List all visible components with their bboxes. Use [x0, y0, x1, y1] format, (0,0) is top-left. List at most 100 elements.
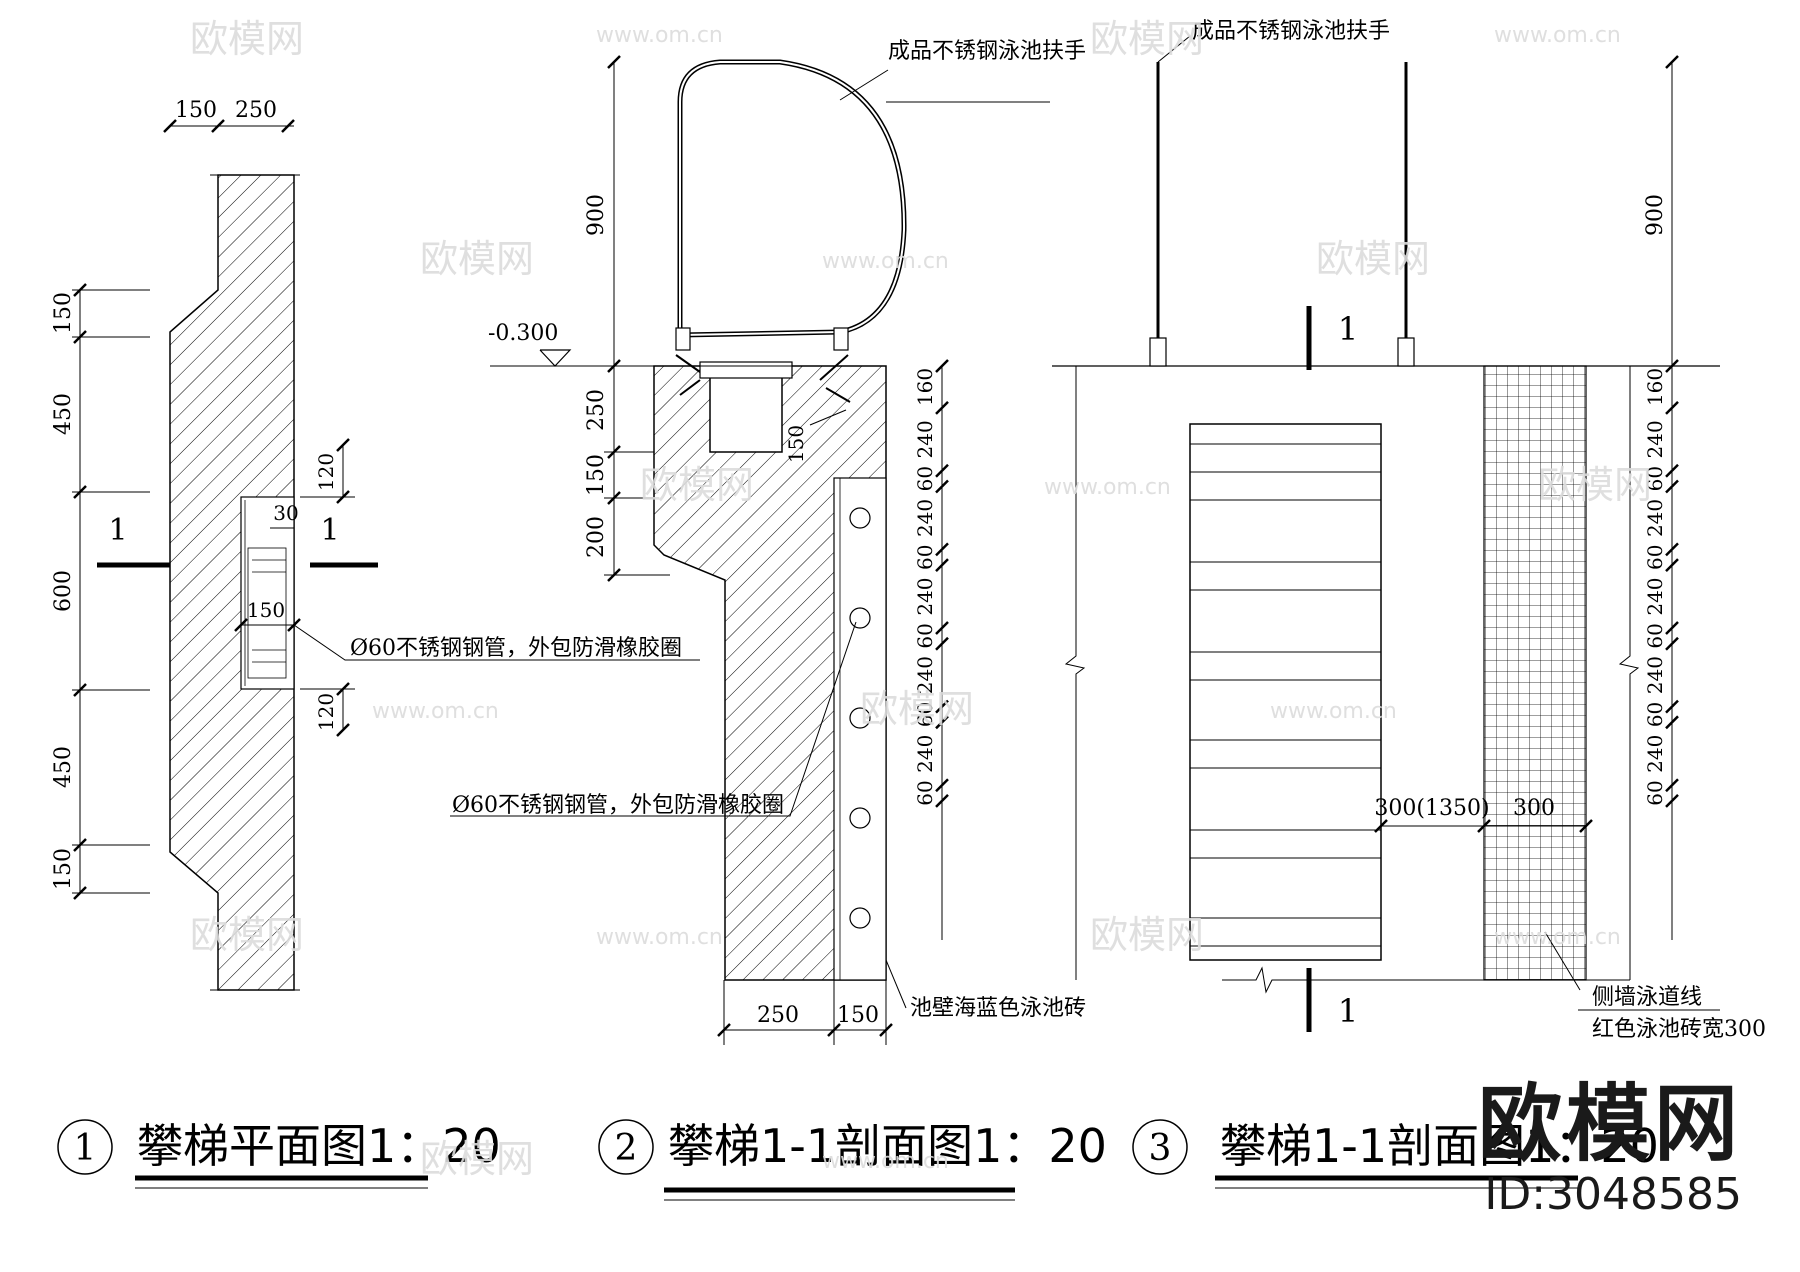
pool-wall-section [653, 365, 887, 981]
dim-chain-v2-4: 240 [913, 499, 937, 537]
dim-900-v3: 900 [1643, 194, 1668, 236]
dim-chain-v2-9: 60 [913, 702, 937, 727]
dim-chain-v3-8: 240 [1643, 656, 1667, 694]
view1-plan: 150 250 150 450 600 450 150 1 1 [51, 98, 700, 1189]
dim-top-1: 150 [175, 98, 217, 123]
dim-900: 900 [584, 194, 609, 236]
dim-right-120-top: 120 [314, 453, 338, 491]
dim-chain-v2-10: 240 [913, 735, 937, 773]
watermark-brand-4: 欧模网 [1316, 237, 1430, 281]
brand-id: ID:3048585 [1484, 1169, 1742, 1220]
dim-chain-v2-2: 240 [913, 420, 937, 458]
watermark-brand-3: 欧模网 [420, 237, 534, 281]
view2-number-circle [598, 1119, 654, 1175]
view3-number-circle [1132, 1119, 1188, 1175]
dim-chain-v2-6: 240 [913, 577, 937, 615]
section-mark-left: 1 [108, 513, 127, 548]
wall-edge-right [1618, 366, 1640, 980]
dim-bottom-250: 250 [757, 1003, 799, 1028]
dim-right-30: 30 [273, 501, 298, 525]
dim-ladder-width: 300(1350) [1374, 796, 1489, 821]
dim-chain-v2-5: 60 [913, 545, 937, 570]
embed-box [709, 365, 783, 453]
handrail [677, 59, 907, 338]
section-mark-bottom: 1 [1338, 992, 1358, 1030]
ladder-niche [240, 496, 295, 690]
dim-chain-v3-5: 60 [1643, 545, 1667, 570]
view2-section: -0.300 900 250 150 200 150 160 240 60 240 60… [450, 39, 1107, 1201]
level-mark: -0.300 [488, 321, 558, 346]
watermark-url-8: www.om.cn [1494, 925, 1621, 950]
watermark-url-9: www.om.cn [822, 1149, 949, 1174]
dim-lane-width: 300 [1513, 796, 1555, 821]
note-handrail-elevation: 成品不锈钢泳池扶手 [1192, 19, 1390, 44]
note-pipe-section: Ø60不锈钢钢管，外包防滑橡胶圈 [452, 793, 784, 818]
watermark-url-1: www.om.cn [596, 23, 723, 48]
dim-chain-v3-7: 60 [1643, 623, 1667, 648]
watermark-url-5: www.om.cn [372, 699, 499, 724]
watermark-brand-2: 欧模网 [1090, 17, 1204, 61]
dim-left-5: 150 [51, 848, 76, 890]
watermark-url-2: www.om.cn [1494, 23, 1621, 48]
dim-150: 150 [584, 454, 609, 496]
watermark-url-3: www.om.cn [822, 249, 949, 274]
note-tile: 池壁海蓝色泳池砖 [910, 996, 1086, 1021]
dim-inner-150: 150 [784, 425, 808, 463]
dim-chain-v2-3: 60 [913, 466, 937, 491]
ladder-niche-elevation [1189, 423, 1382, 961]
watermark-brand-7: 欧模网 [860, 687, 974, 731]
watermark-brand-9: 欧模网 [1090, 913, 1204, 957]
dim-bottom-150: 150 [837, 1003, 879, 1028]
view2-title: 攀梯1-1剖面图1：20 [668, 1119, 1107, 1173]
note-lane-1: 侧墙泳道线 [1592, 985, 1702, 1010]
section-mark-top: 1 [1338, 310, 1358, 348]
dim-chain-v3-2: 240 [1643, 420, 1667, 458]
brand-logo-text: 欧模网 [1477, 1075, 1742, 1173]
view3-number: 3 [1149, 1128, 1172, 1169]
watermark-brand-8: 欧模网 [190, 913, 304, 957]
dim-chain-v3-10: 240 [1643, 735, 1667, 773]
watermark-url-6: www.om.cn [1270, 699, 1397, 724]
watermark-layer: 欧模网 www.om.cn 欧模网 www.om.cn 欧模网 www.om.c… [190, 17, 1652, 1181]
note-lane-2: 红色泳池砖宽300 [1592, 1017, 1766, 1042]
view3-title: 攀梯1-1剖面图1：20 [1220, 1119, 1659, 1173]
note-pipe-plan: Ø60不锈钢钢管，外包防滑橡胶圈 [350, 636, 682, 661]
watermark-brand-5: 欧模网 [640, 463, 754, 507]
dim-top-2: 250 [235, 98, 277, 123]
view3-elevation: 成品不锈钢泳池扶手 1 1 300(1350) 300 侧墙泳道线 红色泳池砖宽… [1052, 19, 1766, 1189]
view1-number-circle [57, 1119, 113, 1175]
dim-chain-v2-1: 160 [913, 368, 937, 406]
dim-chain-v3-9: 60 [1643, 702, 1667, 727]
dim-chain-v3-11: 60 [1643, 780, 1667, 805]
dim-chain-v3-1: 160 [1643, 368, 1667, 406]
dim-left-3: 600 [51, 570, 76, 612]
lane-tile-grid [1483, 365, 1587, 981]
brand-block: 欧模网 ID:3048585 [1478, 1078, 1742, 1220]
view1-number: 1 [74, 1128, 97, 1169]
view2-number: 2 [615, 1128, 638, 1169]
dim-left-1: 150 [51, 292, 76, 334]
dim-left-4: 450 [51, 746, 76, 788]
watermark-brand-6: 欧模网 [1538, 463, 1652, 507]
watermark-brand-1: 欧模网 [190, 17, 304, 61]
wall-section [169, 174, 295, 991]
watermark-url-7: www.om.cn [596, 925, 723, 950]
tile-layer [833, 477, 887, 981]
dim-chain-v2-7: 60 [913, 623, 937, 648]
dim-left-2: 450 [51, 393, 76, 435]
dim-right-150: 150 [247, 598, 285, 622]
watermark-url-4: www.om.cn [1044, 475, 1171, 500]
dim-chain-v3-6: 240 [1643, 577, 1667, 615]
dim-chain-v3-3: 60 [1643, 466, 1667, 491]
dim-chain-v3-4: 240 [1643, 499, 1667, 537]
note-handrail-section: 成品不锈钢泳池扶手 [888, 39, 1086, 64]
dim-200: 200 [584, 516, 609, 558]
watermark-brand-10: 欧模网 [420, 1137, 534, 1181]
section-mark-right: 1 [320, 513, 339, 548]
dim-250: 250 [584, 389, 609, 431]
view1-title: 攀梯平面图1：20 [137, 1119, 501, 1173]
dim-right-120-bottom: 120 [314, 693, 338, 731]
dim-chain-v2-11: 60 [913, 780, 937, 805]
dim-chain-v2-8: 240 [913, 656, 937, 694]
